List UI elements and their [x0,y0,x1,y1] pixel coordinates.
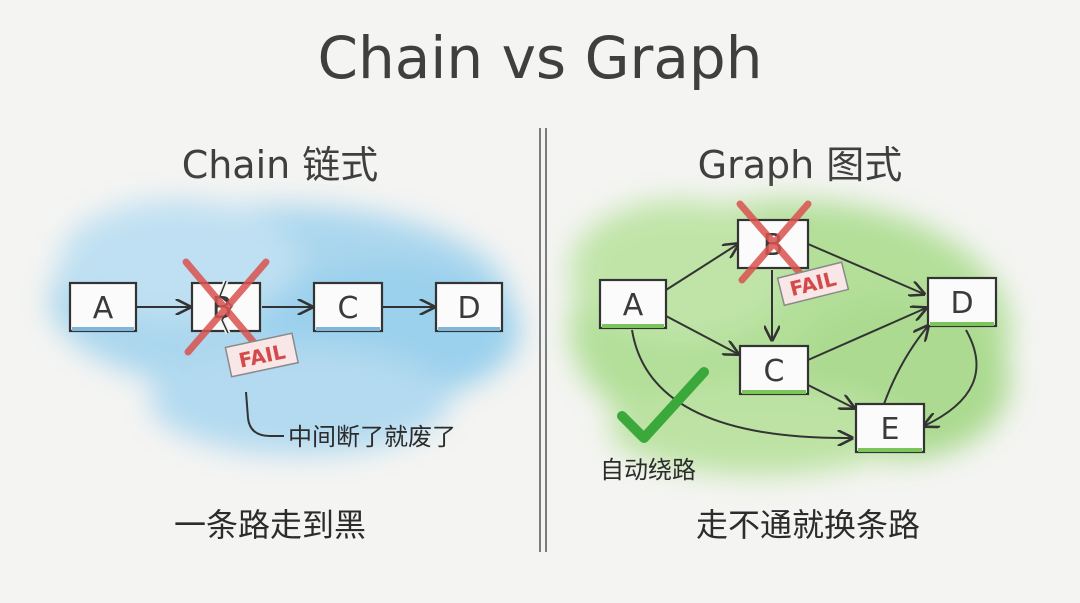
graph-edge-c-d [807,308,926,361]
chain-panel: Chain 链式 A B C [50,143,520,544]
graph-edge-e-d [883,326,928,405]
chain-node-c: C [312,281,384,333]
svg-text:D: D [457,291,480,326]
graph-fail-cross-icon [736,200,812,284]
graph-node-c: C [738,344,810,396]
svg-text:E: E [881,412,900,447]
svg-text:A: A [93,291,114,326]
page-title: Chain vs Graph [318,24,763,92]
svg-text:D: D [950,286,973,321]
graph-caption: 走不通就换条路 [696,506,920,544]
chain-annotation-leader [245,391,284,437]
svg-text:C: C [338,291,359,326]
center-divider [539,128,547,552]
graph-node-e: E [854,402,926,454]
graph-checkmark-icon [617,367,709,443]
graph-edge-a-c [665,315,738,354]
graph-edge-a-e [631,329,852,438]
chain-fail-stamp: FAIL [224,332,300,378]
svg-text:C: C [764,354,785,389]
chain-annotation: 中间断了就废了 [288,423,456,451]
chain-node-a: A [68,281,138,333]
chain-heading: Chain 链式 [182,143,379,187]
graph-heading: Graph 图式 [698,143,903,187]
chain-node-d: D [434,281,504,333]
graph-edge-d-e [924,329,978,426]
graph-node-d: D [926,276,998,328]
graph-panel: Graph 图式 A B C [570,143,1010,544]
graph-edge-a-b [665,244,738,291]
chain-fail-cross-icon [182,258,270,356]
graph-edge-c-e [805,383,854,408]
svg-text:A: A [623,288,644,323]
graph-annotation: 自动绕路 [600,456,696,484]
graph-edge-b-d [807,243,924,294]
chain-caption: 一条路走到黑 [174,506,366,544]
graph-node-a: A [598,278,668,330]
